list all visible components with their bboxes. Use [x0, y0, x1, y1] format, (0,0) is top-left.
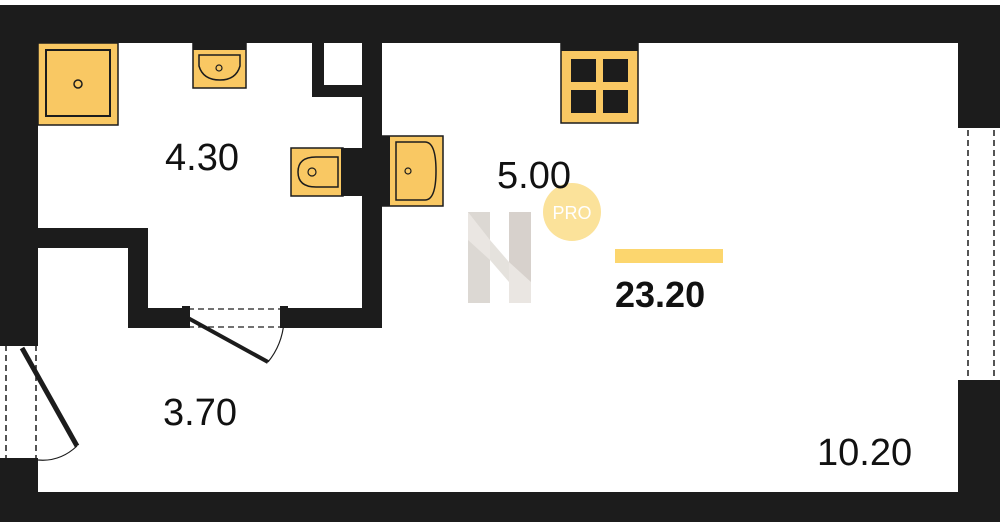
- bathroom-door-arc: [267, 321, 285, 363]
- bathroom-wall-right: [362, 43, 382, 328]
- door-leaf: [19, 346, 80, 448]
- bathroom-wall-bottom-left: [128, 308, 188, 328]
- stove-icon: [560, 42, 639, 124]
- inner-walls: [38, 43, 382, 328]
- wall-left-lower: [0, 463, 38, 522]
- total-area-bar: [615, 249, 723, 263]
- pro-badge: PRO: [543, 183, 601, 241]
- bathroom-door-leaf: [187, 316, 269, 364]
- sink-icon: [192, 42, 247, 89]
- living-area-label: 10.20: [817, 432, 912, 474]
- wall-bottom: [0, 492, 1000, 522]
- shower-icon: [37, 42, 119, 126]
- wall-left-upper: [0, 5, 38, 340]
- hallway-area-label: 3.70: [163, 392, 237, 434]
- outer-walls: [0, 5, 1000, 522]
- wall-right-lower: [958, 386, 1000, 522]
- total-area-label: 23.20: [615, 274, 705, 315]
- entrance-door: [0, 336, 80, 468]
- watermark-logo: [468, 212, 531, 303]
- kitchen-area-label: 5.00: [497, 155, 571, 197]
- bathroom-wall-left-h: [38, 228, 148, 248]
- window-right: [958, 118, 1000, 390]
- bathroom-area-label: 4.30: [165, 137, 239, 179]
- shaft-wall-left: [312, 43, 324, 97]
- bathroom-wall-bottom-right: [284, 308, 382, 328]
- door-swing-arc: [37, 445, 78, 461]
- wall-right-upper: [958, 5, 1000, 123]
- window-frame: [958, 123, 1000, 386]
- bathroom-wall-left-v: [128, 228, 148, 328]
- shaft-wall-bottom: [312, 85, 376, 97]
- kitchen-sink-icon: [381, 135, 444, 207]
- toilet-icon: [290, 147, 363, 197]
- pro-badge-text: PRO: [552, 203, 591, 223]
- wall-top: [0, 5, 1000, 43]
- bathroom-door: [182, 306, 288, 364]
